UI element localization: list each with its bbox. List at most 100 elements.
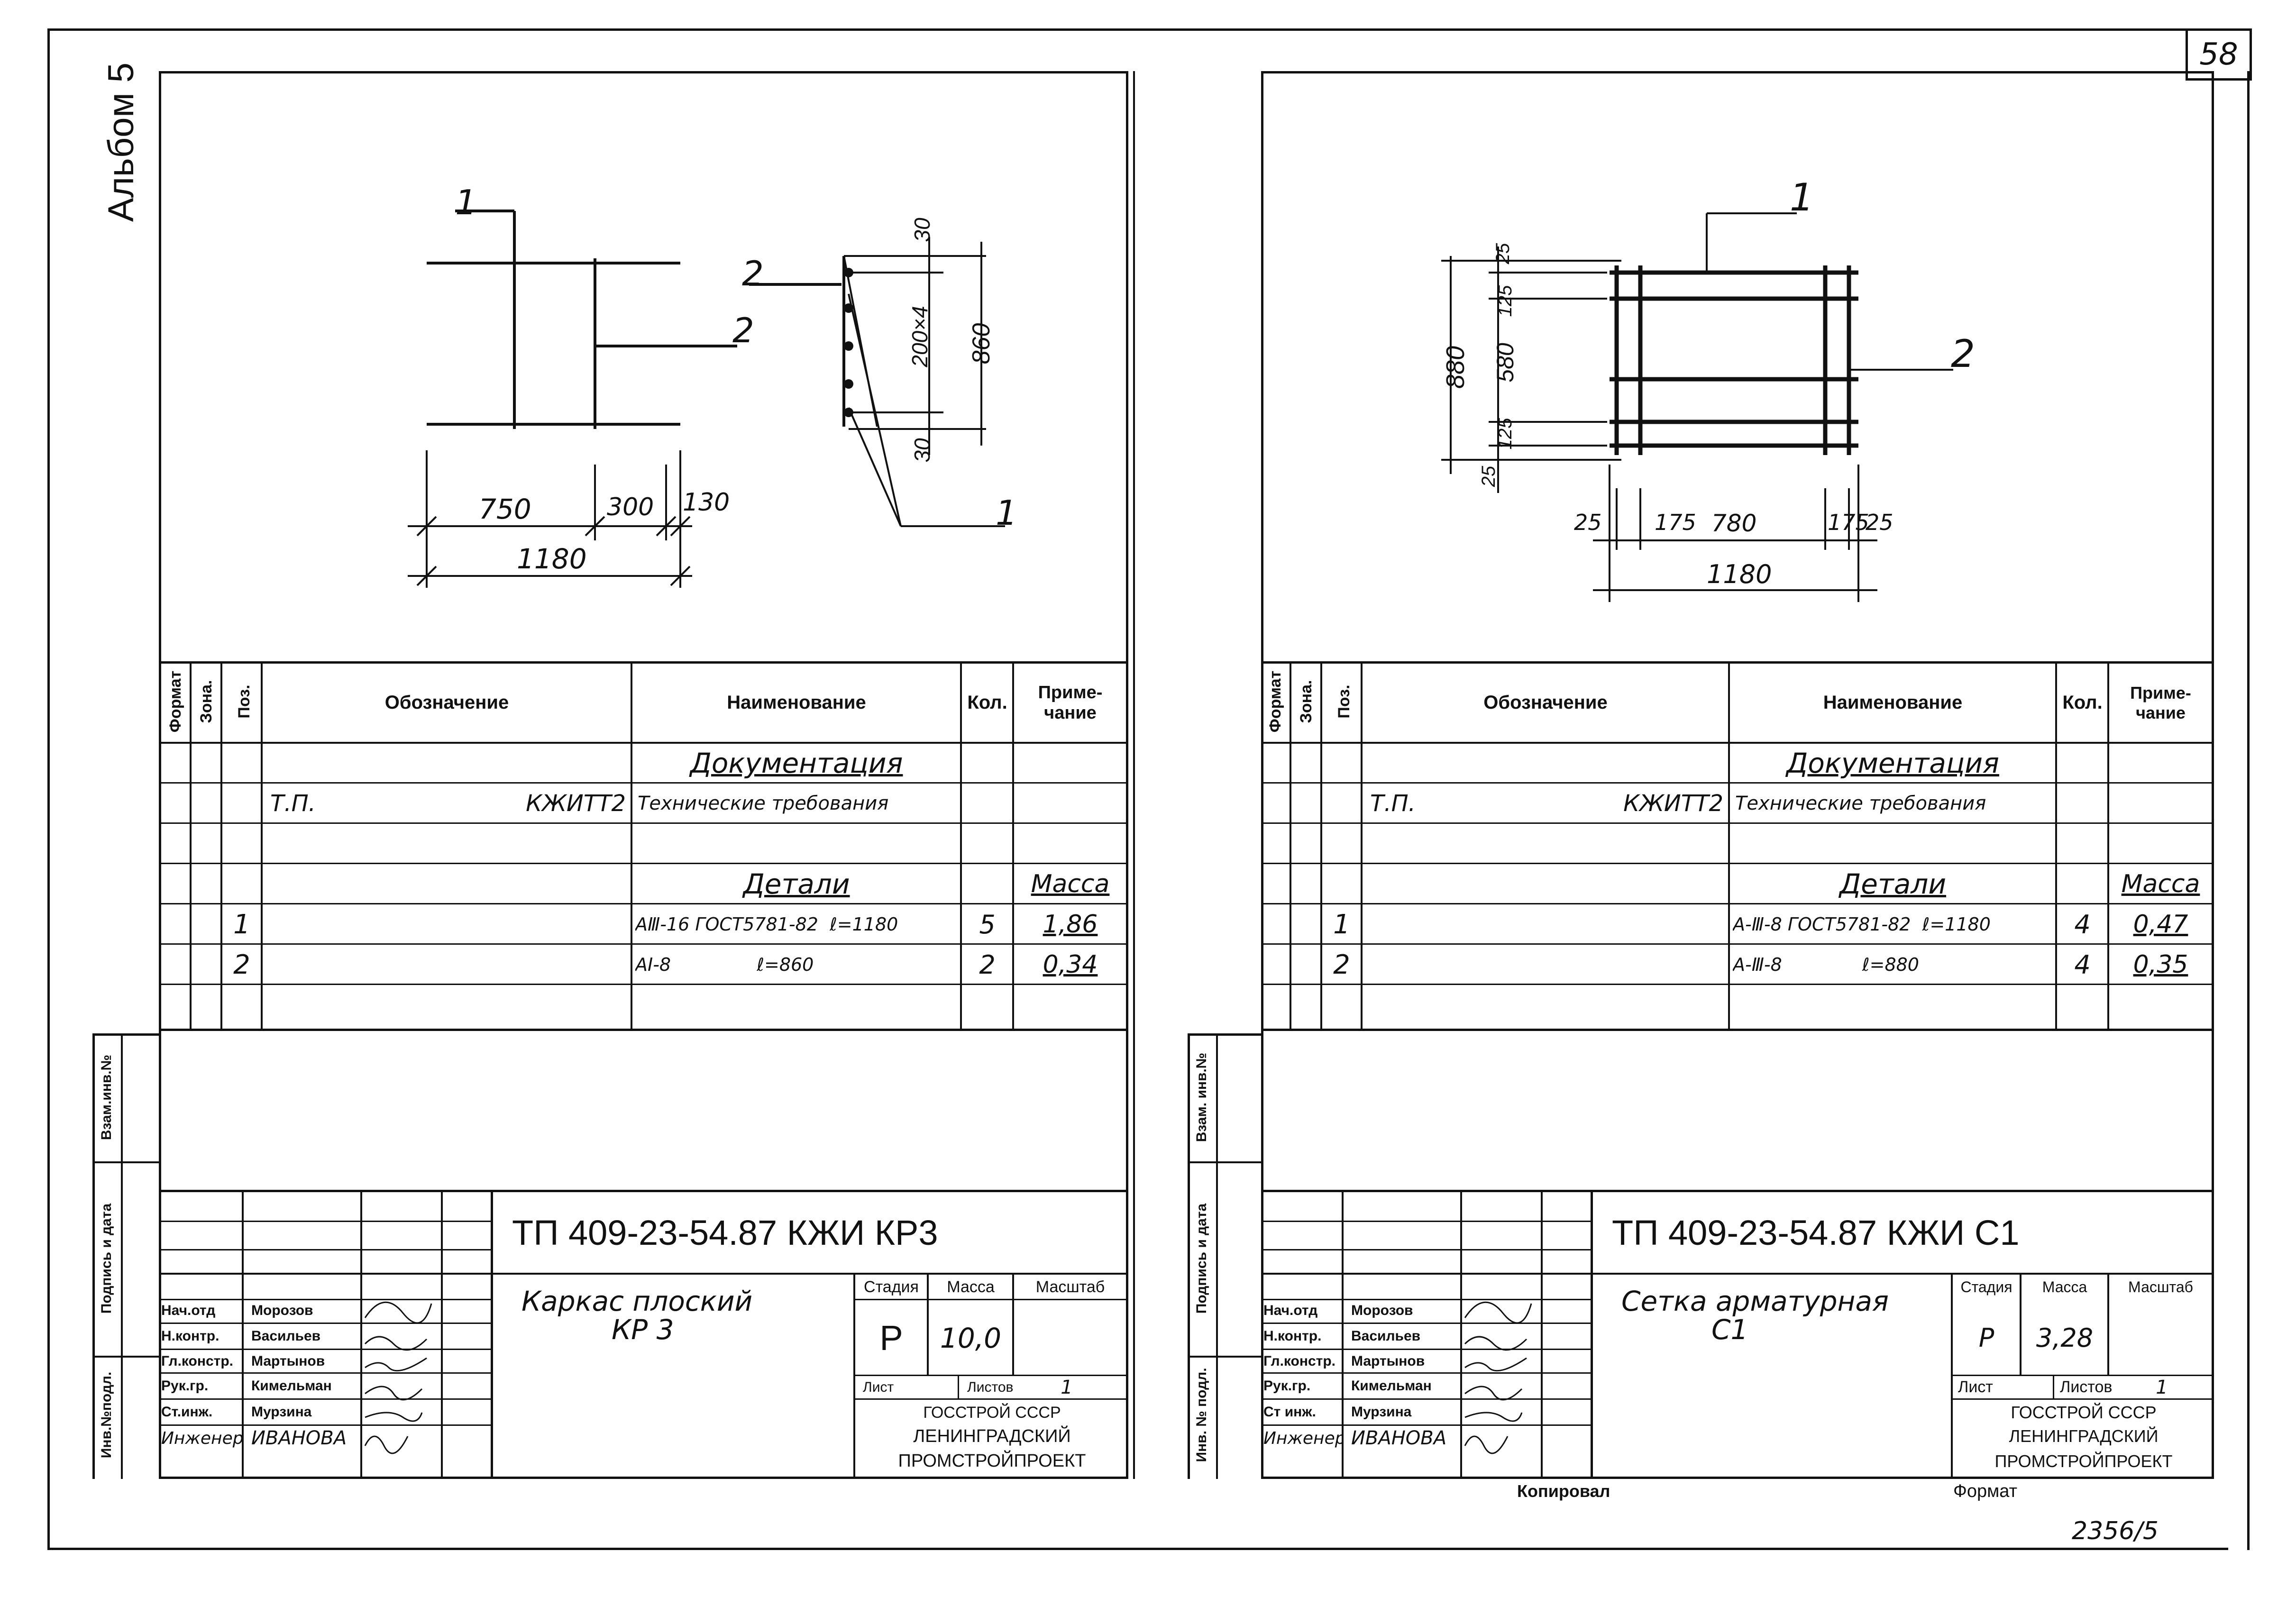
- right-dim-175b: 175: [1828, 510, 1869, 535]
- left-stage-label: Стадия: [864, 1277, 919, 1296]
- page-number: 58: [2199, 37, 2238, 72]
- right-sheet-label: Лист: [1958, 1378, 1993, 1396]
- left-hdr-note: Приме-чание: [1038, 682, 1103, 723]
- right-role-3: Рук.гр.: [1263, 1378, 1311, 1394]
- left-doc-code: ТП 409-23-54.87 КЖИ КР3: [512, 1213, 938, 1252]
- right-dim-25c: 25: [1574, 510, 1602, 535]
- album-label: Альбом 5: [101, 62, 141, 222]
- right-hdr-pos: Поз.: [1335, 684, 1353, 719]
- left-sheet-label: Лист: [863, 1379, 894, 1395]
- left-dim-1180: 1180: [517, 543, 587, 575]
- right-role-1: Н.контр.: [1263, 1328, 1322, 1344]
- right-doc-code-right: КЖИТТ2: [1623, 790, 1723, 817]
- left-name-3: Кимельман: [251, 1378, 332, 1394]
- right-org-3: ПРОМСТРОЙПРОЕКТ: [1994, 1451, 2173, 1471]
- left-role-1: Н.контр.: [161, 1328, 220, 1344]
- right-side-vzam: Взам. инв.№: [1194, 1052, 1209, 1142]
- right-role-0: Нач.отд: [1263, 1303, 1318, 1318]
- right-name-0: Морозов: [1351, 1303, 1413, 1318]
- left-sheet-right: [1126, 71, 1128, 1479]
- left-doc-name: Технические требования: [638, 793, 889, 814]
- right-row1-mass: 0,47: [2133, 910, 2188, 939]
- right-scale-label: Масштаб: [2128, 1278, 2193, 1296]
- left-section-parts: Детали: [743, 868, 850, 900]
- left-mass: 10,0: [940, 1322, 1002, 1354]
- right-section-parts: Детали: [1839, 868, 1947, 900]
- right-section-docs: Документация: [1786, 747, 1999, 779]
- left-dim-750: 750: [479, 493, 531, 525]
- left-sheet-left: [159, 71, 161, 1479]
- left-row1-pos: 1: [233, 909, 250, 940]
- right-dim-25b: 25: [1478, 465, 1499, 487]
- right-doc-code-left: Т.П.: [1370, 790, 1416, 817]
- left-dim-300: 300: [607, 493, 654, 521]
- right-name-4: Мурзина: [1351, 1404, 1412, 1420]
- right-title-line1: Сетка арматурная: [1621, 1285, 1889, 1317]
- left-sheets-label: Листов: [967, 1379, 1014, 1395]
- right-title-line2: С1: [1711, 1314, 1748, 1346]
- right-name-2: Мартынов: [1351, 1353, 1425, 1369]
- left-role-4: Ст.инж.: [161, 1404, 213, 1420]
- left-pos-label-1: 1: [455, 182, 477, 222]
- right-sheets: 1: [2156, 1376, 2168, 1398]
- outer-frame-top: [47, 28, 2228, 31]
- left-pos-label-2b: 2: [742, 254, 764, 293]
- right-row2-qty: 4: [2074, 949, 2091, 980]
- left-dim-860: 860: [968, 323, 995, 365]
- left-row1-qty: 5: [979, 909, 996, 940]
- left-name-5: ИВАНОВА: [251, 1427, 347, 1449]
- left-name-4: Мурзина: [251, 1404, 312, 1420]
- right-dim-880: 880: [1441, 346, 1470, 389]
- right-pos-label-1: 1: [1790, 175, 1814, 219]
- left-mass-label: Масса: [1031, 870, 1110, 898]
- right-dim-125b: 125: [1494, 418, 1516, 450]
- right-side-inv: Инв. № подл.: [1194, 1368, 1209, 1462]
- right-dim-780: 780: [1711, 510, 1757, 537]
- left-dim-30a: 30: [910, 218, 934, 242]
- left-org-1: ГОССТРОЙ СССР: [923, 1403, 1061, 1422]
- left-mass-col-label: Масса: [947, 1277, 995, 1296]
- right-stage-label: Стадия: [1960, 1278, 2012, 1296]
- page-number-box: 58: [2186, 28, 2252, 81]
- left-role-0: Нач.отд: [161, 1303, 216, 1318]
- left-pos-label-1b: 1: [996, 493, 1017, 533]
- right-row2-pos: 2: [1333, 949, 1350, 980]
- right-pos-label-2: 2: [1951, 332, 1975, 376]
- left-row2-qty: 2: [979, 949, 996, 980]
- left-pos-label-2a: 2: [732, 310, 754, 350]
- right-row1-qty: 4: [2074, 909, 2091, 940]
- right-mass-col-label: Масса: [2042, 1278, 2087, 1296]
- right-doc-code: ТП 409-23-54.87 КЖИ С1: [1612, 1213, 2020, 1252]
- right-sheets-label: Листов: [2060, 1378, 2113, 1396]
- left-dim-200x4: 200×4: [907, 306, 932, 367]
- left-section-docs: Документация: [690, 747, 903, 779]
- right-row2-name: А-Ⅲ-8 ℓ=880: [1733, 954, 1919, 975]
- right-doc-name: Технические требования: [1735, 793, 1986, 814]
- left-row1-name: АⅢ-16 ГОСТ5781-82 ℓ=1180: [635, 914, 898, 935]
- left-stage: Р: [879, 1318, 903, 1358]
- right-name-1: Васильев: [1351, 1328, 1421, 1344]
- outer-frame-right: [2247, 71, 2250, 1550]
- left-hdr-zone: Зона.: [197, 680, 215, 723]
- left-hdr-format: Формат: [166, 670, 184, 733]
- left-dim-130: 130: [683, 488, 730, 517]
- left-hdr-name: Наименование: [727, 692, 866, 713]
- footer-format: Формат: [1953, 1481, 2017, 1501]
- right-role-2: Гл.констр.: [1263, 1353, 1336, 1369]
- left-doc-code-right: КЖИТТ2: [526, 790, 626, 817]
- right-hdr-name: Наименование: [1823, 692, 1963, 713]
- left-title-line2: КР 3: [612, 1314, 674, 1346]
- left-role-3: Рук.гр.: [161, 1378, 209, 1394]
- left-name-0: Морозов: [251, 1303, 313, 1318]
- outer-frame-bottom: [47, 1548, 2228, 1550]
- left-row2-mass: 0,34: [1043, 950, 1098, 979]
- left-name-1: Васильев: [251, 1328, 321, 1344]
- left-sheet-top: [159, 71, 1128, 73]
- right-name-5: ИВАНОВА: [1351, 1427, 1447, 1449]
- left-row2-pos: 2: [233, 949, 250, 980]
- right-dim-1180: 1180: [1707, 559, 1772, 589]
- right-hdr-qty: Кол.: [2062, 692, 2103, 713]
- left-scale-label: Масштаб: [1035, 1277, 1105, 1296]
- right-row1-name: А-Ⅲ-8 ГОСТ5781-82 ℓ=1180: [1733, 914, 1991, 935]
- right-side-sign: Подпись и дата: [1194, 1203, 1209, 1314]
